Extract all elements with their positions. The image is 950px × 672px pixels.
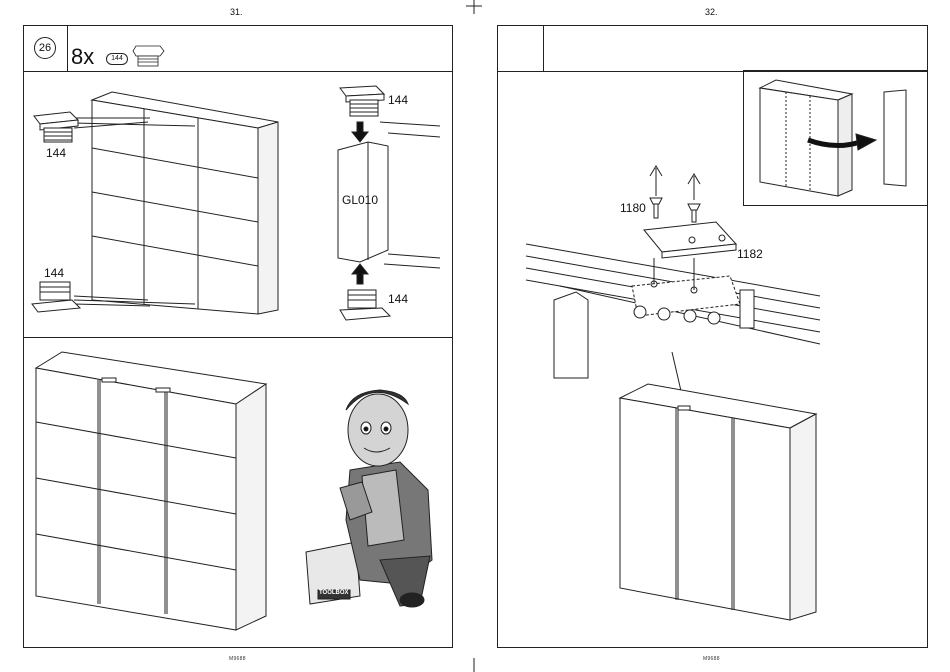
footer-right: M9688 [703, 656, 720, 662]
